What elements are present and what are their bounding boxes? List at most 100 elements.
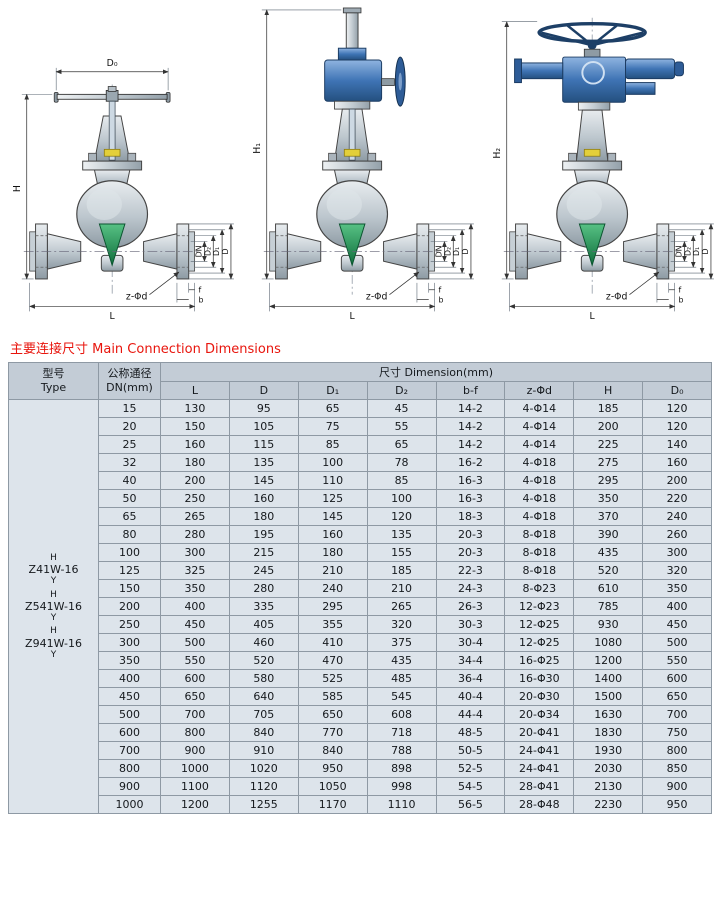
dim-cell: 1170: [297, 795, 368, 814]
dim-cell: 120: [366, 507, 437, 526]
dim-cell: 998: [366, 777, 437, 796]
dim-cell: 45: [366, 399, 437, 418]
section-title: 主要连接尺寸 Main Connection Dimensions: [10, 342, 281, 357]
dim-cell: 265: [160, 507, 230, 526]
dim-cell: 135: [366, 525, 437, 544]
dim-cell: 460: [228, 633, 299, 652]
dim-cell: 435: [573, 543, 644, 562]
type-header-cn: 型号: [42, 367, 65, 381]
dim-cell: 260: [642, 525, 712, 544]
column-header: D₀: [642, 381, 712, 400]
dim-cell: 120: [642, 399, 712, 418]
dim-cell: 950: [642, 795, 712, 814]
dim-cell: 1100: [160, 777, 230, 796]
dim-cell: 2030: [573, 759, 644, 778]
dim-cell: 4-Φ14: [504, 417, 575, 436]
dim-cell: 335: [228, 597, 299, 616]
gland-packing: [343, 148, 361, 157]
dim-cell: 20-Φ34: [504, 705, 575, 724]
dim-cell: 520: [228, 651, 299, 670]
handwheel: [53, 86, 171, 103]
dim-cell: 800: [160, 723, 230, 742]
dim-cell: 28-Φ48: [504, 795, 575, 814]
dim-cell: 600: [160, 669, 230, 688]
dim-cell: 1110: [366, 795, 437, 814]
dim-cell: 850: [642, 759, 712, 778]
dim-cell: 155: [366, 543, 437, 562]
dim-cell: 14-2: [435, 435, 506, 454]
dim-cell: 52-5: [435, 759, 506, 778]
dim-cell: 180: [228, 507, 299, 526]
dim-cell: 1500: [573, 687, 644, 706]
dim-cell: 140: [642, 435, 712, 454]
dim-cell: 65: [297, 399, 368, 418]
dim-cell: 400: [642, 597, 712, 616]
actuator-handwheel: [537, 21, 647, 50]
dn-cell: 25: [98, 435, 161, 454]
dim-cell: 180: [160, 453, 230, 472]
dn-cell: 100: [98, 543, 161, 562]
motor-housing: [625, 58, 676, 80]
dn-cell: 800: [98, 759, 161, 778]
dim-cell: 550: [642, 651, 712, 670]
dim-cell: 355: [297, 615, 368, 634]
dn-cell: 1000: [98, 795, 161, 814]
dim-cell: 900: [642, 777, 712, 796]
dn-header-cn: 公称通径: [107, 367, 152, 381]
dim-cell: 4-Φ18: [504, 507, 575, 526]
dim-cell: 24-Φ41: [504, 759, 575, 778]
dim-cell: 26-3: [435, 597, 506, 616]
dim-cell: 435: [366, 651, 437, 670]
dim-cell: 1630: [573, 705, 644, 724]
dim-cell: 180: [297, 543, 368, 562]
dn-cell: 65: [98, 507, 161, 526]
dim-cell: 16-3: [435, 489, 506, 508]
dim-cell: 240: [297, 579, 368, 598]
dim-cell: 2230: [573, 795, 644, 814]
dim-cell: 210: [366, 579, 437, 598]
dim-cell: 4-Φ18: [504, 471, 575, 490]
dim-cell: 105: [228, 417, 299, 436]
dim-cell: 405: [228, 615, 299, 634]
dim-cell: 450: [642, 615, 712, 634]
dim-cell: 350: [573, 489, 644, 508]
type-header: 型号 Type: [8, 362, 99, 400]
dim-cell: 1400: [573, 669, 644, 688]
dim-cell: 250: [160, 489, 230, 508]
dim-cell: 240: [642, 507, 712, 526]
dim-cell: 450: [160, 615, 230, 634]
dim-label-h1: H₁: [252, 143, 263, 154]
dim-cell: 320: [366, 615, 437, 634]
dn-cell: 900: [98, 777, 161, 796]
dim-cell: 1000: [160, 759, 230, 778]
dim-cell: 2130: [573, 777, 644, 796]
dim-cell: 275: [573, 453, 644, 472]
dim-cell: 910: [228, 741, 299, 760]
dim-cell: 245: [228, 561, 299, 580]
dn-cell: 150: [98, 579, 161, 598]
dim-cell: 160: [642, 453, 712, 472]
dim-cell: 718: [366, 723, 437, 742]
dn-cell: 300: [98, 633, 161, 652]
dim-h2: H₂: [492, 21, 538, 280]
dim-cell: 8-Φ18: [504, 525, 575, 544]
dn-cell: 250: [98, 615, 161, 634]
